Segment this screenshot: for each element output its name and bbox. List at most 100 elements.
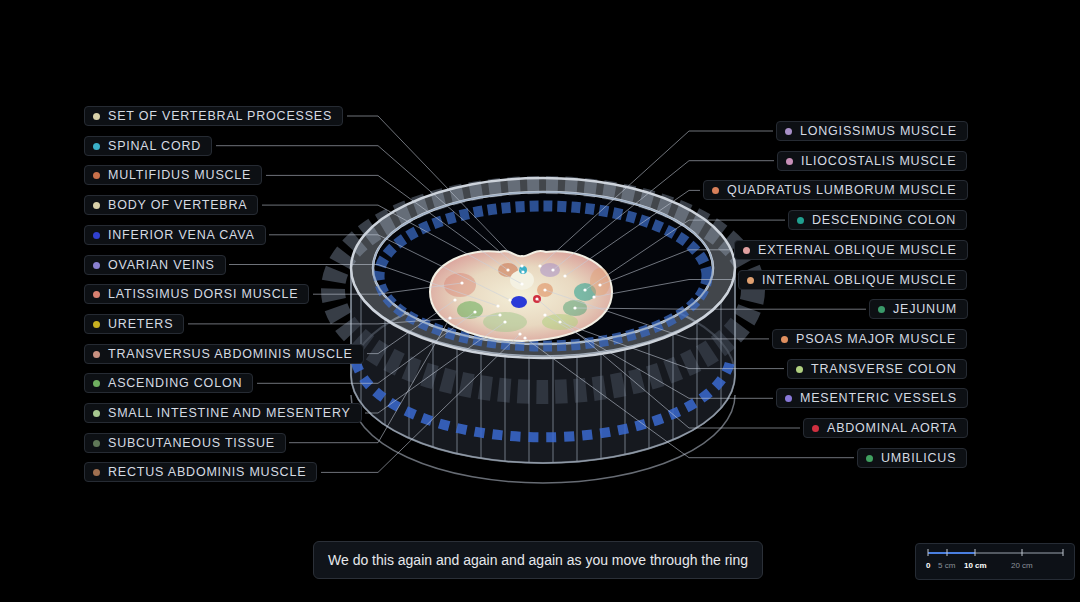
label-pill: LATISSIMUS DORSI MUSCLE (84, 284, 309, 304)
color-dot (93, 232, 100, 239)
leader-end (583, 288, 586, 291)
color-dot (93, 440, 100, 447)
ring-top-band (351, 178, 735, 358)
leader-line (188, 315, 500, 324)
color-dot (93, 380, 100, 387)
color-dot (866, 455, 873, 462)
scale-label: 5 cm (938, 561, 955, 571)
ring-band-line (351, 395, 735, 483)
leader-line (575, 308, 866, 309)
leader-end (563, 274, 566, 277)
leader-line (367, 300, 455, 354)
structure-label: MULTIFIDUS MUSCLE (108, 165, 251, 185)
leader-line (545, 315, 773, 398)
structure-label: SUBCUTANEOUS TISSUE (108, 433, 275, 453)
structure-label: PSOAS MAJOR MUSCLE (796, 329, 956, 349)
scale-tick (1063, 549, 1064, 556)
leader-end (448, 316, 451, 319)
label-pill: LONGISSIMUS MUSCLE (776, 121, 968, 141)
structure-label: DESCENDING COLON (812, 210, 956, 230)
label-pill: MULTIFIDUS MUSCLE (84, 165, 262, 185)
label-pill: ILIOCOSTALIS MUSCLE (777, 151, 967, 171)
color-dot (93, 113, 100, 120)
leader-line (313, 283, 462, 294)
organ-patch (537, 283, 553, 297)
label-pill: ABDOMINAL AORTA (803, 418, 968, 438)
leader-line (565, 190, 700, 276)
label-pill: TRANSVERSUS ABDOMINIS MUSCLE (84, 344, 364, 364)
color-dot (747, 277, 754, 284)
structure-label: MESENTERIC VESSELS (800, 388, 957, 408)
label-pill: SPINAL CORD (84, 136, 212, 156)
structure-label: URETERS (108, 314, 173, 334)
structure-label: INTERNAL OBLIQUE MUSCLE (762, 270, 956, 290)
scale-label: 20 cm (1011, 561, 1033, 571)
lower-detector-modules (356, 362, 730, 437)
color-dot (743, 247, 750, 254)
structure-label: BODY OF VERTEBRA (108, 195, 247, 215)
structure-label: LATISSIMUS DORSI MUSCLE (108, 284, 298, 304)
color-dot (93, 351, 100, 358)
color-dot (796, 366, 803, 373)
leader-end (503, 320, 506, 323)
structure-label: TRANSVERSUS ABDOMINIS MUSCLE (108, 344, 353, 364)
label-pill: JEJUNUM (869, 299, 968, 319)
leader-end (518, 332, 521, 335)
color-dot (93, 262, 100, 269)
scale-bar: 05 cm10 cm20 cm (915, 543, 1075, 580)
scale-tick (947, 549, 948, 556)
scale-label: 10 cm (964, 561, 987, 571)
label-pill: PSOAS MAJOR MUSCLE (772, 329, 967, 349)
vena-cava (511, 296, 527, 308)
structure-label: LONGISSIMUS MUSCLE (800, 121, 957, 141)
structure-label: ILIOCOSTALIS MUSCLE (801, 151, 956, 171)
scale-tick (975, 549, 976, 556)
leader-end (473, 310, 476, 313)
structure-label: ABDOMINAL AORTA (827, 418, 957, 438)
leader-end (508, 298, 511, 301)
label-pill: URETERS (84, 314, 184, 334)
leader-line (537, 299, 800, 428)
leader-end (523, 336, 526, 339)
scale-tick (928, 549, 929, 556)
color-dot (812, 425, 819, 432)
structure-label: ASCENDING COLON (108, 373, 242, 393)
leader-end (521, 270, 524, 273)
organ-patch (540, 263, 560, 277)
color-dot (93, 202, 100, 209)
color-dot (785, 395, 792, 402)
scale-line (928, 553, 1063, 554)
color-dot (781, 336, 788, 343)
label-pill: SET OF VERTEBRAL PROCESSES (84, 106, 343, 126)
bore-detector-modules (379, 206, 707, 346)
leader-line (560, 322, 784, 369)
leader-end (598, 283, 601, 286)
structure-label: INFERIOR VENA CAVA (108, 225, 255, 245)
structure-label: TRANSVERSE COLON (811, 359, 956, 379)
color-dot (878, 306, 885, 313)
vertebra (510, 270, 534, 290)
leader-end (535, 297, 538, 300)
color-dot (785, 128, 792, 135)
label-pill: SMALL INTESTINE AND MESENTERY (84, 403, 362, 423)
color-dot (712, 187, 719, 194)
label-pill: MESENTERIC VESSELS (776, 388, 968, 408)
color-dot (93, 143, 100, 150)
leader-end (551, 268, 554, 271)
label-pill: RECTUS ABDOMINIS MUSCLE (84, 462, 317, 482)
label-pill: OVARIAN VEINS (84, 255, 226, 275)
leader-line (266, 175, 508, 270)
structure-label: RECTUS ABDOMINIS MUSCLE (108, 462, 306, 482)
leader-end (460, 281, 463, 284)
label-pill: ASCENDING COLON (84, 373, 253, 393)
color-dot (93, 469, 100, 476)
leader-line (347, 116, 522, 266)
leader-end (543, 288, 546, 291)
leader-end (496, 304, 499, 307)
label-pill: SUBCUTANEOUS TISSUE (84, 433, 286, 453)
subtitle-caption: We do this again and again and again as … (313, 541, 763, 579)
leader-end (573, 306, 576, 309)
leader-end (506, 268, 509, 271)
label-pill: TRANSVERSE COLON (787, 359, 967, 379)
leader-line (594, 280, 735, 298)
